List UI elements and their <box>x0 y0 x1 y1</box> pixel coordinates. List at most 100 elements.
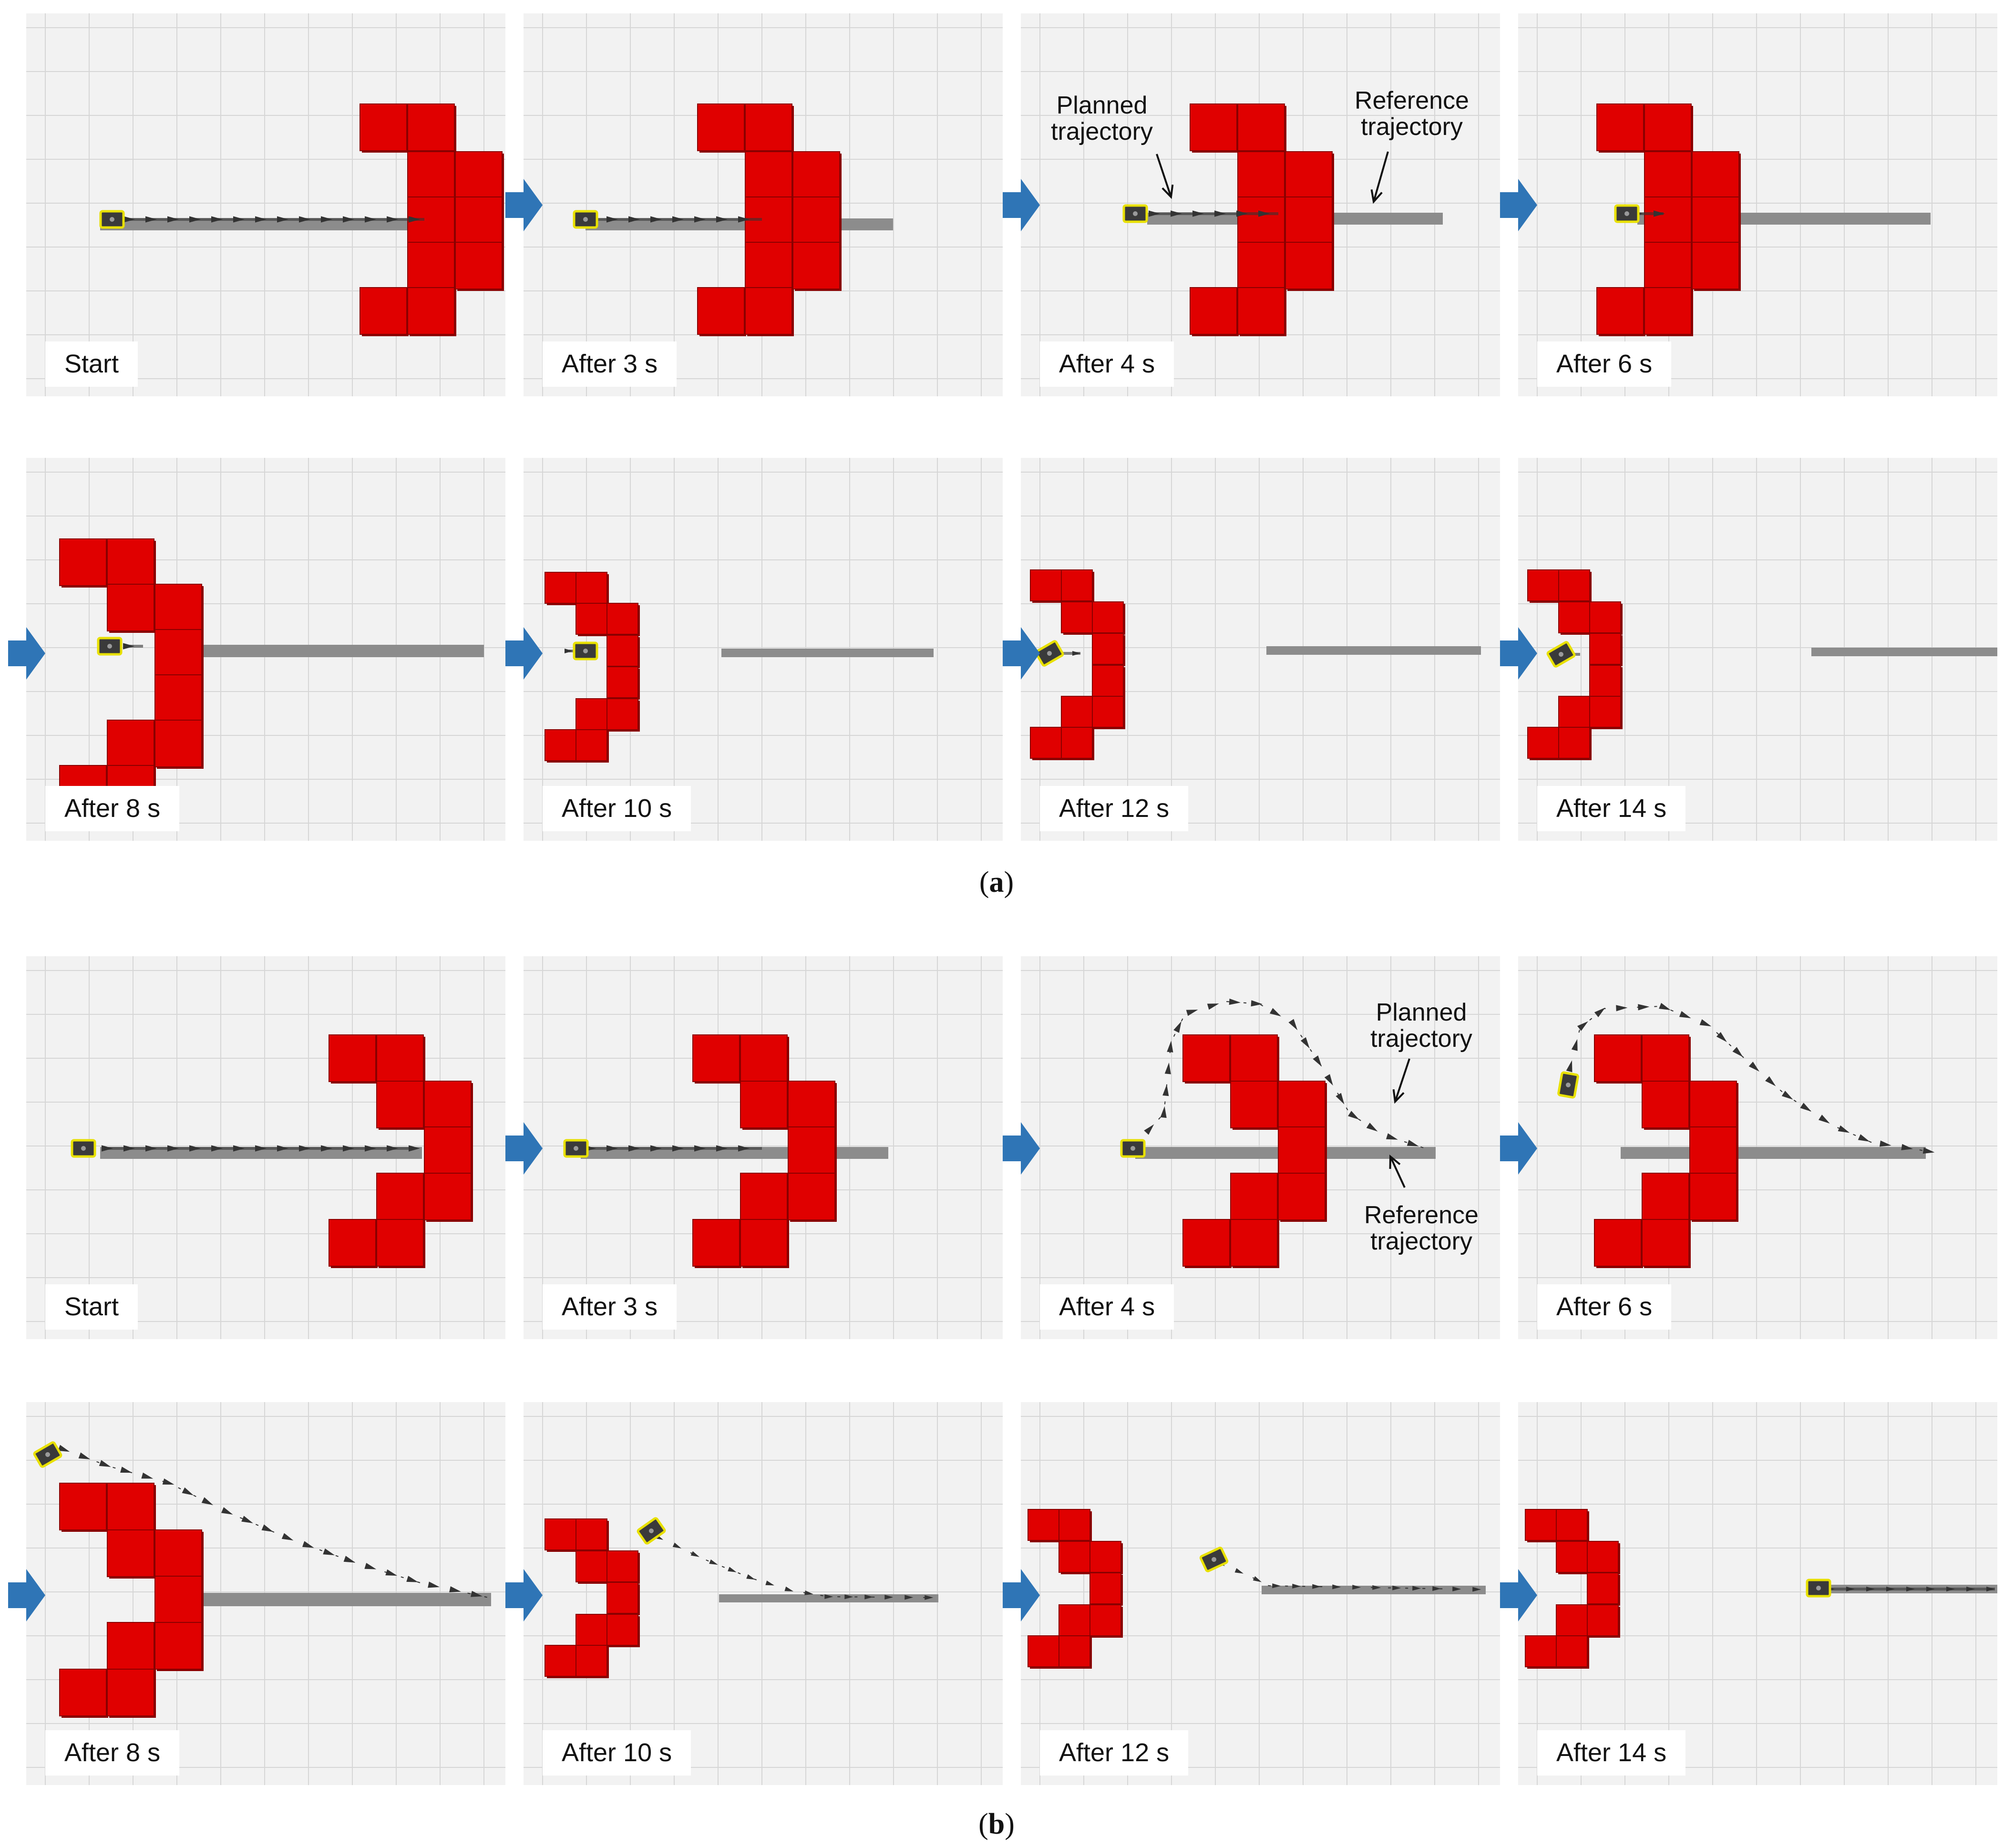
trajectory-waypoint <box>864 1594 874 1600</box>
obstacle-block <box>545 1645 576 1677</box>
trajectory-waypoint <box>1234 1568 1244 1574</box>
annotation-label: trajectory <box>1361 113 1463 141</box>
frame-caption: After 8 s <box>45 1730 180 1776</box>
subfigure-label-b: (b) <box>978 1808 1015 1840</box>
right-arrow-icon <box>505 179 543 231</box>
trajectory-waypoint <box>182 1487 194 1496</box>
frame-a-3s: After 3 s <box>524 13 1003 396</box>
obstacle-block <box>1061 727 1093 759</box>
trajectory-waypoint <box>321 216 332 223</box>
trajectory-waypoint <box>628 216 640 223</box>
obstacle-block <box>788 1173 835 1220</box>
obstacle-block <box>107 1529 154 1577</box>
trajectory-waypoint <box>1412 1586 1421 1591</box>
trajectory-waypoint <box>1616 1005 1628 1012</box>
obstacle-block <box>745 103 792 151</box>
trajectory-waypoint <box>277 1145 288 1152</box>
trajectory-waypoint <box>1966 1587 1975 1591</box>
obstacle-block-group <box>1525 1509 1620 1669</box>
obstacle-block <box>740 1034 788 1082</box>
trajectory-waypoint <box>1901 1144 1913 1150</box>
obstacle-block <box>1556 1541 1588 1573</box>
trajectory-waypoint <box>606 216 618 223</box>
trajectory-waypoint <box>211 216 223 223</box>
trajectory-waypoint <box>1352 1585 1361 1590</box>
obstacle-block <box>1230 1173 1278 1220</box>
scene-canvas <box>1518 458 1997 841</box>
obstacle-block <box>606 635 638 667</box>
obstacle-block <box>1028 1635 1059 1667</box>
obstacle-block <box>1589 633 1621 665</box>
robot-icon <box>637 1517 666 1545</box>
trajectory-waypoint <box>1313 1055 1322 1067</box>
trajectory-waypoint <box>261 1524 274 1532</box>
trajectory-waypoint <box>277 216 288 223</box>
obstacle-block <box>1237 103 1285 151</box>
obstacle-block-group <box>59 538 204 814</box>
obstacle-block <box>740 1081 788 1128</box>
right-arrow-icon <box>1003 1122 1040 1175</box>
trajectory-waypoint <box>746 1574 755 1580</box>
obstacle-block <box>1689 1081 1737 1128</box>
trajectory-waypoint <box>709 1559 718 1565</box>
obstacle-block-group <box>360 103 504 336</box>
trajectory-waypoint <box>1638 1004 1650 1011</box>
scene-canvas <box>1518 1402 1997 1785</box>
obstacle-block <box>1589 665 1621 697</box>
trajectory-waypoint <box>120 1466 132 1473</box>
obstacle-block <box>1059 1509 1090 1541</box>
trajectory-waypoint <box>1879 1140 1891 1147</box>
frame-caption: After 14 s <box>1537 1730 1686 1776</box>
obstacle-block-group <box>1594 1034 1738 1268</box>
trajectory-waypoint <box>302 1541 314 1548</box>
trajectory-waypoint <box>201 1497 214 1506</box>
floor-grid <box>1518 13 1997 396</box>
obstacle-block <box>576 1614 607 1646</box>
obstacle-block-group <box>1190 103 1334 336</box>
floor-grid <box>524 1402 1003 1785</box>
robot-icon <box>1122 204 1148 223</box>
reference-trajectory <box>719 1594 938 1602</box>
trajectory-waypoint <box>1679 1011 1691 1019</box>
trajectory-waypoint <box>1986 1587 1995 1591</box>
trajectory-waypoint <box>1251 1000 1263 1007</box>
trajectory-waypoint <box>1348 1111 1359 1120</box>
robot-icon <box>1806 1579 1831 1598</box>
robot-icon <box>563 1139 589 1158</box>
obstacle-block <box>1092 601 1124 633</box>
trajectory-waypoint <box>1292 1583 1301 1589</box>
trajectory-waypoint <box>1846 1587 1855 1591</box>
scene-canvas <box>524 1402 1003 1785</box>
obstacle-block <box>1692 242 1739 289</box>
obstacle-block <box>1092 696 1124 728</box>
trajectory-waypoint <box>1716 1032 1727 1043</box>
trajectory-waypoint <box>1324 1074 1333 1086</box>
obstacle-block <box>1190 287 1237 335</box>
trajectory-waypoint <box>738 216 750 223</box>
trajectory-waypoint <box>1269 1008 1281 1017</box>
frame-caption: After 8 s <box>45 786 180 831</box>
obstacle-block <box>1059 1604 1090 1636</box>
obstacle-block <box>376 1173 424 1220</box>
trajectory-waypoint <box>784 1586 794 1591</box>
trajectory-waypoint <box>145 216 157 223</box>
trajectory-waypoint <box>672 1145 684 1152</box>
obstacle-block <box>545 572 576 604</box>
reference-trajectory <box>1811 648 1997 656</box>
trajectory-waypoint <box>123 1145 135 1152</box>
trajectory-waypoint <box>162 1478 175 1485</box>
right-arrow-icon <box>8 1569 45 1621</box>
obstacle-block <box>740 1173 788 1220</box>
obstacle-block <box>576 603 607 635</box>
trajectory-waypoint <box>738 1145 750 1152</box>
trajectory-waypoint <box>1207 1003 1219 1010</box>
frame-b-8s: After 8 s <box>26 1402 505 1785</box>
trajectory-waypoint <box>1167 1041 1173 1053</box>
trajectory-waypoint <box>1164 1062 1171 1074</box>
obstacle-block <box>376 1034 424 1082</box>
obstacle-block <box>1525 1635 1557 1667</box>
floor-grid <box>524 458 1003 841</box>
trajectory-waypoint <box>102 1145 113 1152</box>
frame-caption: After 6 s <box>1537 341 1672 387</box>
frame-caption: Start <box>45 1284 138 1330</box>
